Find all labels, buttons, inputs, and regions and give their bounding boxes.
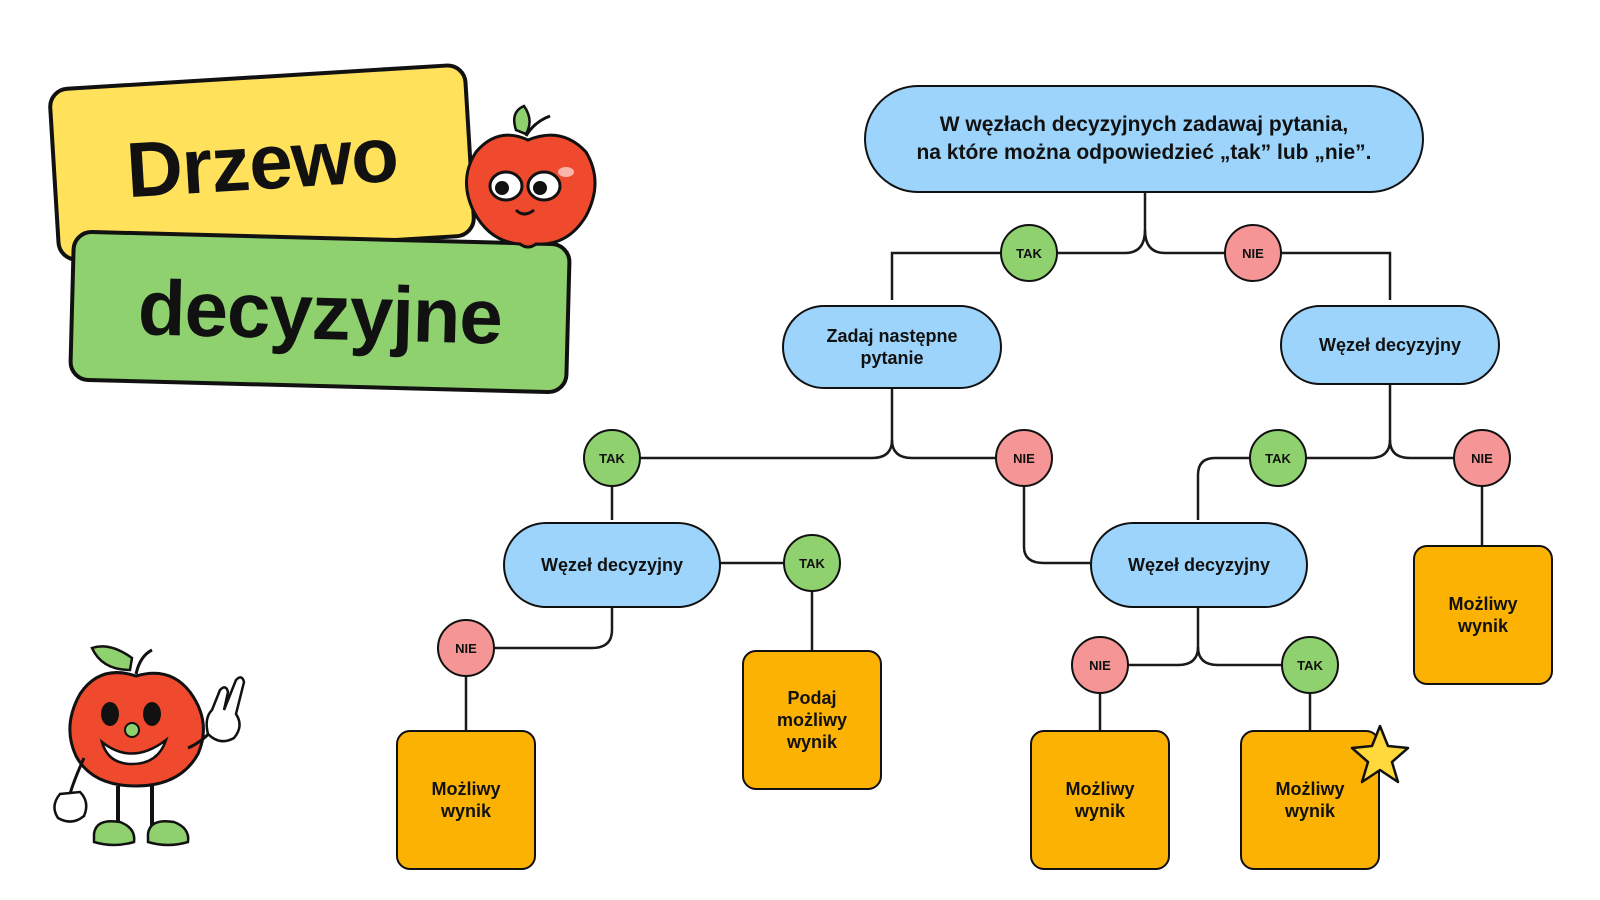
badge-right-yes-label: TAK [1265, 450, 1291, 466]
title-line-2: decyzyjne [136, 262, 504, 361]
outcome-middle-no: Możliwy wynik [1030, 730, 1170, 870]
badge-root-yes-label: TAK [1016, 245, 1042, 261]
outcome-right: Możliwy wynik [1413, 545, 1553, 685]
badge-leftnode-yes: TAK [783, 534, 841, 592]
decision-node-left: Węzeł decyzyjny [503, 522, 721, 608]
badge-midnode-no-label: NIE [1089, 657, 1111, 673]
connector-midnode-yes [1196, 646, 1312, 730]
badge-root-yes: TAK [1000, 224, 1058, 282]
connector-leftnode-no [464, 607, 614, 730]
connector-root-no [1143, 229, 1392, 300]
badge-ask-yes-label: TAK [599, 450, 625, 466]
decision-node-right-label: Węzeł decyzyjny [1318, 335, 1462, 355]
badge-ask-no-label: NIE [1013, 450, 1035, 466]
apple-mascot-icon [464, 104, 597, 249]
connector-ask-yes [610, 388, 894, 520]
badge-leftnode-yes-label: TAK [799, 555, 825, 571]
badge-midnode-yes: TAK [1281, 636, 1339, 694]
connector-ask-no [890, 439, 1090, 565]
question-ask-next-label: Zadaj następne pytanie [826, 326, 958, 368]
star-icon [1350, 724, 1410, 784]
root-question-line-1: W węzłach decyzyjnych zadawaj pytania, [939, 113, 1349, 136]
connector-right-no [1388, 439, 1484, 545]
question-ask-next: Zadaj następne pytanie [782, 305, 1002, 389]
outcome-give-result-label: Podaj możliwy wynik [776, 688, 847, 752]
badge-right-no: NIE [1453, 429, 1511, 487]
outcome-give-result: Podaj możliwy wynik [742, 650, 882, 790]
title-line-1: Drzewo [123, 109, 401, 215]
badge-leftnode-no-label: NIE [455, 640, 477, 656]
badge-right-yes: TAK [1249, 429, 1307, 487]
decision-node-left-label: Węzeł decyzyjny [540, 555, 684, 575]
badge-leftnode-no: NIE [437, 619, 495, 677]
apple-character-icon [53, 645, 246, 847]
outcome-right-label: Możliwy wynik [1448, 594, 1518, 636]
outcome-middle-yes-label: Możliwy wynik [1275, 779, 1345, 821]
badge-midnode-yes-label: TAK [1297, 657, 1323, 673]
badge-ask-yes: TAK [583, 429, 641, 487]
decision-node-middle-label: Węzeł decyzyjny [1127, 555, 1271, 575]
decision-node-middle: Węzeł decyzyjny [1090, 522, 1308, 608]
badge-midnode-no: NIE [1071, 636, 1129, 694]
decision-node-right: Węzeł decyzyjny [1280, 305, 1500, 385]
outcome-left: Możliwy wynik [396, 730, 536, 870]
outcome-left-label: Możliwy wynik [431, 779, 501, 821]
root-question-line-2: na które można odpowiedzieć „tak” lub „n… [916, 141, 1372, 164]
root-question: W węzłach decyzyjnych zadawaj pytania, n… [864, 85, 1424, 193]
badge-right-no-label: NIE [1471, 450, 1493, 466]
badge-ask-no: NIE [995, 429, 1053, 487]
badge-root-no: NIE [1224, 224, 1282, 282]
outcome-middle-no-label: Możliwy wynik [1065, 779, 1135, 821]
badge-root-no-label: NIE [1242, 245, 1264, 261]
